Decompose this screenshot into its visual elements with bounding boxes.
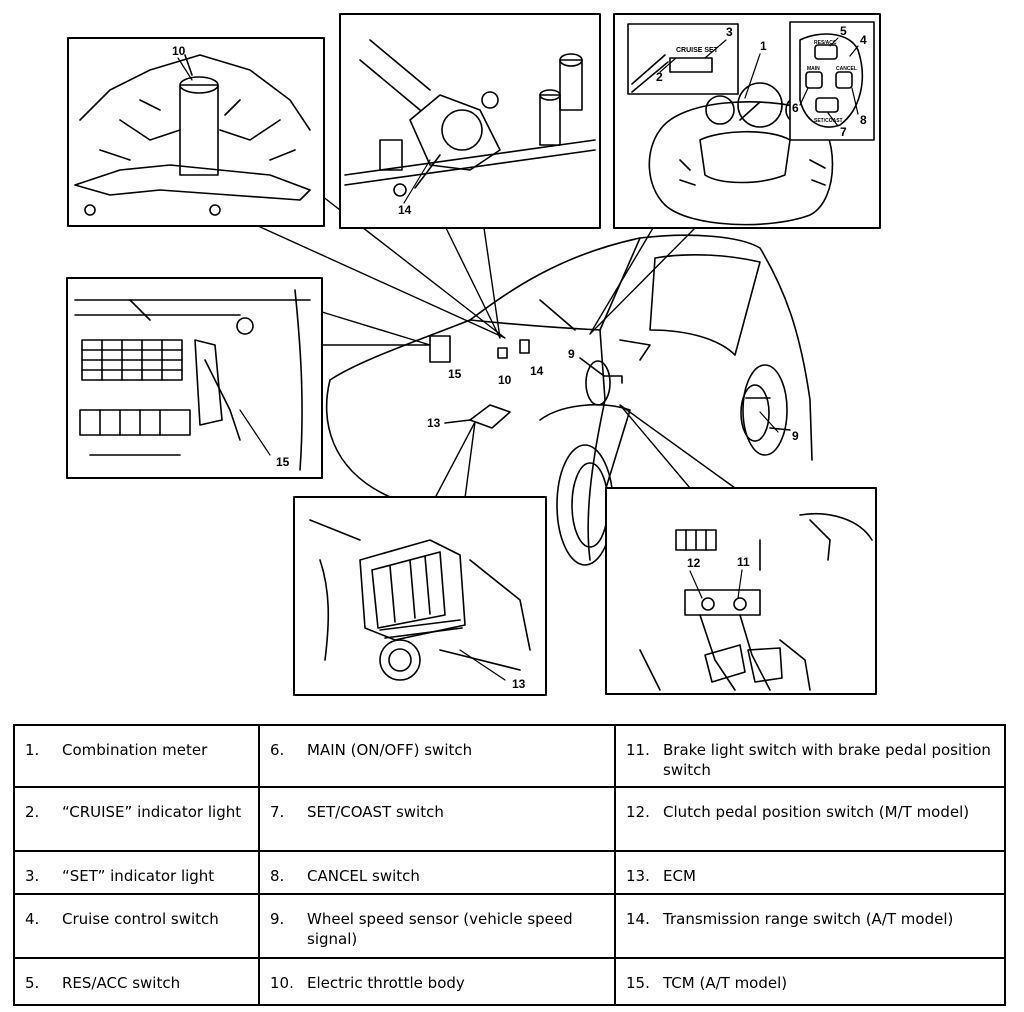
legend-item-text: TCM (A/T model) bbox=[663, 974, 788, 992]
legend-cell: 12. Clutch pedal position switch (M/T mod… bbox=[614, 786, 1006, 852]
main-switch-label: MAIN bbox=[807, 66, 820, 72]
callout-15-detail: 15 bbox=[276, 455, 290, 469]
legend-cell: 13. ECM bbox=[614, 850, 1006, 895]
legend-cell: 3. “SET” indicator light bbox=[13, 850, 260, 895]
callout-1: 1 bbox=[760, 39, 767, 53]
legend-item-text: Transmission range switch (A/T model) bbox=[663, 910, 954, 928]
callout-6: 6 bbox=[792, 101, 799, 115]
legend-item-text: ECM bbox=[663, 867, 696, 885]
legend-cell: 8. CANCEL switch bbox=[258, 850, 616, 895]
callout-12: 12 bbox=[687, 556, 701, 570]
legend-item-text: Combination meter bbox=[62, 741, 208, 759]
callout-5: 5 bbox=[840, 24, 847, 38]
legend-item-number: 12. bbox=[626, 803, 650, 821]
cruise-control-component-diagram: 10 14 1 2 3 4 5 6 7 8 15 15 10 14 9 9 13… bbox=[66, 13, 881, 696]
legend-item-number: 14. bbox=[626, 910, 650, 928]
legend-row: 5. RES/ACC switch 10. Electric throttle bod… bbox=[13, 957, 1006, 1006]
detail-throttle-body bbox=[67, 37, 325, 227]
legend-item-text: RES/ACC switch bbox=[62, 974, 181, 992]
legend-cell: 7. SET/COAST switch bbox=[258, 786, 616, 852]
legend-cell: 6. MAIN (ON/OFF) switch bbox=[258, 724, 616, 788]
legend-item-text: “SET” indicator light bbox=[62, 867, 215, 885]
callout-11: 11 bbox=[737, 555, 750, 569]
detail-pedal-switches bbox=[605, 487, 877, 695]
legend-item-text: “CRUISE” indicator light bbox=[62, 803, 242, 821]
legend-item-number: 13. bbox=[626, 867, 650, 885]
legend-cell: 5. RES/ACC switch bbox=[13, 957, 260, 1006]
legend-cell: 4. Cruise control switch bbox=[13, 893, 260, 959]
legend-item-number: 1. bbox=[25, 741, 40, 759]
legend-item-number: 5. bbox=[25, 974, 40, 992]
callout-14-car: 14 bbox=[530, 364, 544, 378]
callout-10-car: 10 bbox=[498, 373, 512, 387]
set-coast-switch-label: SET/COAST bbox=[814, 118, 843, 124]
legend-item-number: 8. bbox=[270, 867, 285, 885]
cancel-switch-label: CANCEL bbox=[836, 66, 857, 72]
legend-item-number: 6. bbox=[270, 741, 285, 759]
legend-item-text: CANCEL switch bbox=[307, 867, 420, 885]
callout-2: 2 bbox=[656, 70, 663, 84]
vehicle-outline bbox=[325, 234, 813, 566]
callout-labels: 10 14 1 2 3 4 5 6 7 8 15 15 10 14 9 9 13… bbox=[172, 24, 867, 691]
legend-item-number: 15. bbox=[626, 974, 650, 992]
legend-item-number: 9. bbox=[270, 910, 285, 928]
legend-cell: 9. Wheel speed sensor (vehicle speed sign… bbox=[258, 893, 616, 959]
legend-cell: 15. TCM (A/T model) bbox=[614, 957, 1006, 1006]
legend-item-number: 7. bbox=[270, 803, 285, 821]
callout-9-rear: 9 bbox=[792, 429, 799, 443]
callout-13-detail: 13 bbox=[512, 677, 526, 691]
legend-row: 2. “CRUISE” indicator light 7. SET/COAST sw… bbox=[13, 786, 1006, 852]
detail-transmission-range-switch bbox=[339, 13, 601, 229]
callout-10-detail: 10 bbox=[172, 44, 186, 58]
legend-item-text: Wheel speed sensor (vehicle speed signal… bbox=[307, 910, 573, 948]
leader-lines bbox=[257, 195, 736, 499]
callout-15-car: 15 bbox=[448, 367, 462, 381]
callout-13-car: 13 bbox=[427, 416, 441, 430]
callout-8: 8 bbox=[860, 113, 867, 127]
callout-3: 3 bbox=[726, 25, 733, 39]
legend-row: 1. Combination meter 6. MAIN (ON/OFF) switc… bbox=[13, 724, 1006, 788]
legend-row: 3. “SET” indicator light 8. CANCEL switch 13… bbox=[13, 850, 1006, 895]
legend-cell: 10. Electric throttle body bbox=[258, 957, 616, 1006]
detail-steering-cruise-switch bbox=[613, 13, 881, 229]
legend-cell: 11. Brake light switch with brake pedal p… bbox=[614, 724, 1006, 788]
legend-cell: 1. Combination meter bbox=[13, 724, 260, 788]
callout-4: 4 bbox=[860, 33, 867, 47]
legend-cell: 14. Transmission range switch (A/T model) bbox=[614, 893, 1006, 959]
component-legend-table: 1. Combination meter 6. MAIN (ON/OFF) switc… bbox=[13, 724, 1006, 1006]
legend-item-text: Brake light switch with brake pedal posi… bbox=[663, 741, 991, 779]
callout-9-front: 9 bbox=[568, 347, 575, 361]
legend-row: 4. Cruise control switch 9. Wheel speed sen… bbox=[13, 893, 1006, 959]
legend-item-number: 3. bbox=[25, 867, 40, 885]
callout-14-detail: 14 bbox=[398, 203, 412, 217]
legend-item-number: 2. bbox=[25, 803, 40, 821]
legend-cell: 2. “CRUISE” indicator light bbox=[13, 786, 260, 852]
callout-leaders bbox=[177, 37, 859, 681]
legend-item-text: Cruise control switch bbox=[62, 910, 219, 928]
legend-item-number: 10. bbox=[270, 974, 294, 992]
legend-item-number: 4. bbox=[25, 910, 40, 928]
detail-tcm bbox=[66, 277, 323, 479]
legend-item-text: SET/COAST switch bbox=[307, 803, 444, 821]
legend-item-text: MAIN (ON/OFF) switch bbox=[307, 741, 473, 759]
legend-item-number: 11. bbox=[626, 741, 650, 759]
callout-7: 7 bbox=[840, 125, 847, 139]
detail-ecm bbox=[293, 496, 547, 696]
legend-item-text: Electric throttle body bbox=[307, 974, 465, 992]
res-acc-switch-label: RES/ACC bbox=[814, 40, 837, 46]
legend-item-text: Clutch pedal position switch (M/T model) bbox=[663, 803, 970, 821]
meter-indicator-text: CRUISE SET bbox=[676, 47, 719, 54]
